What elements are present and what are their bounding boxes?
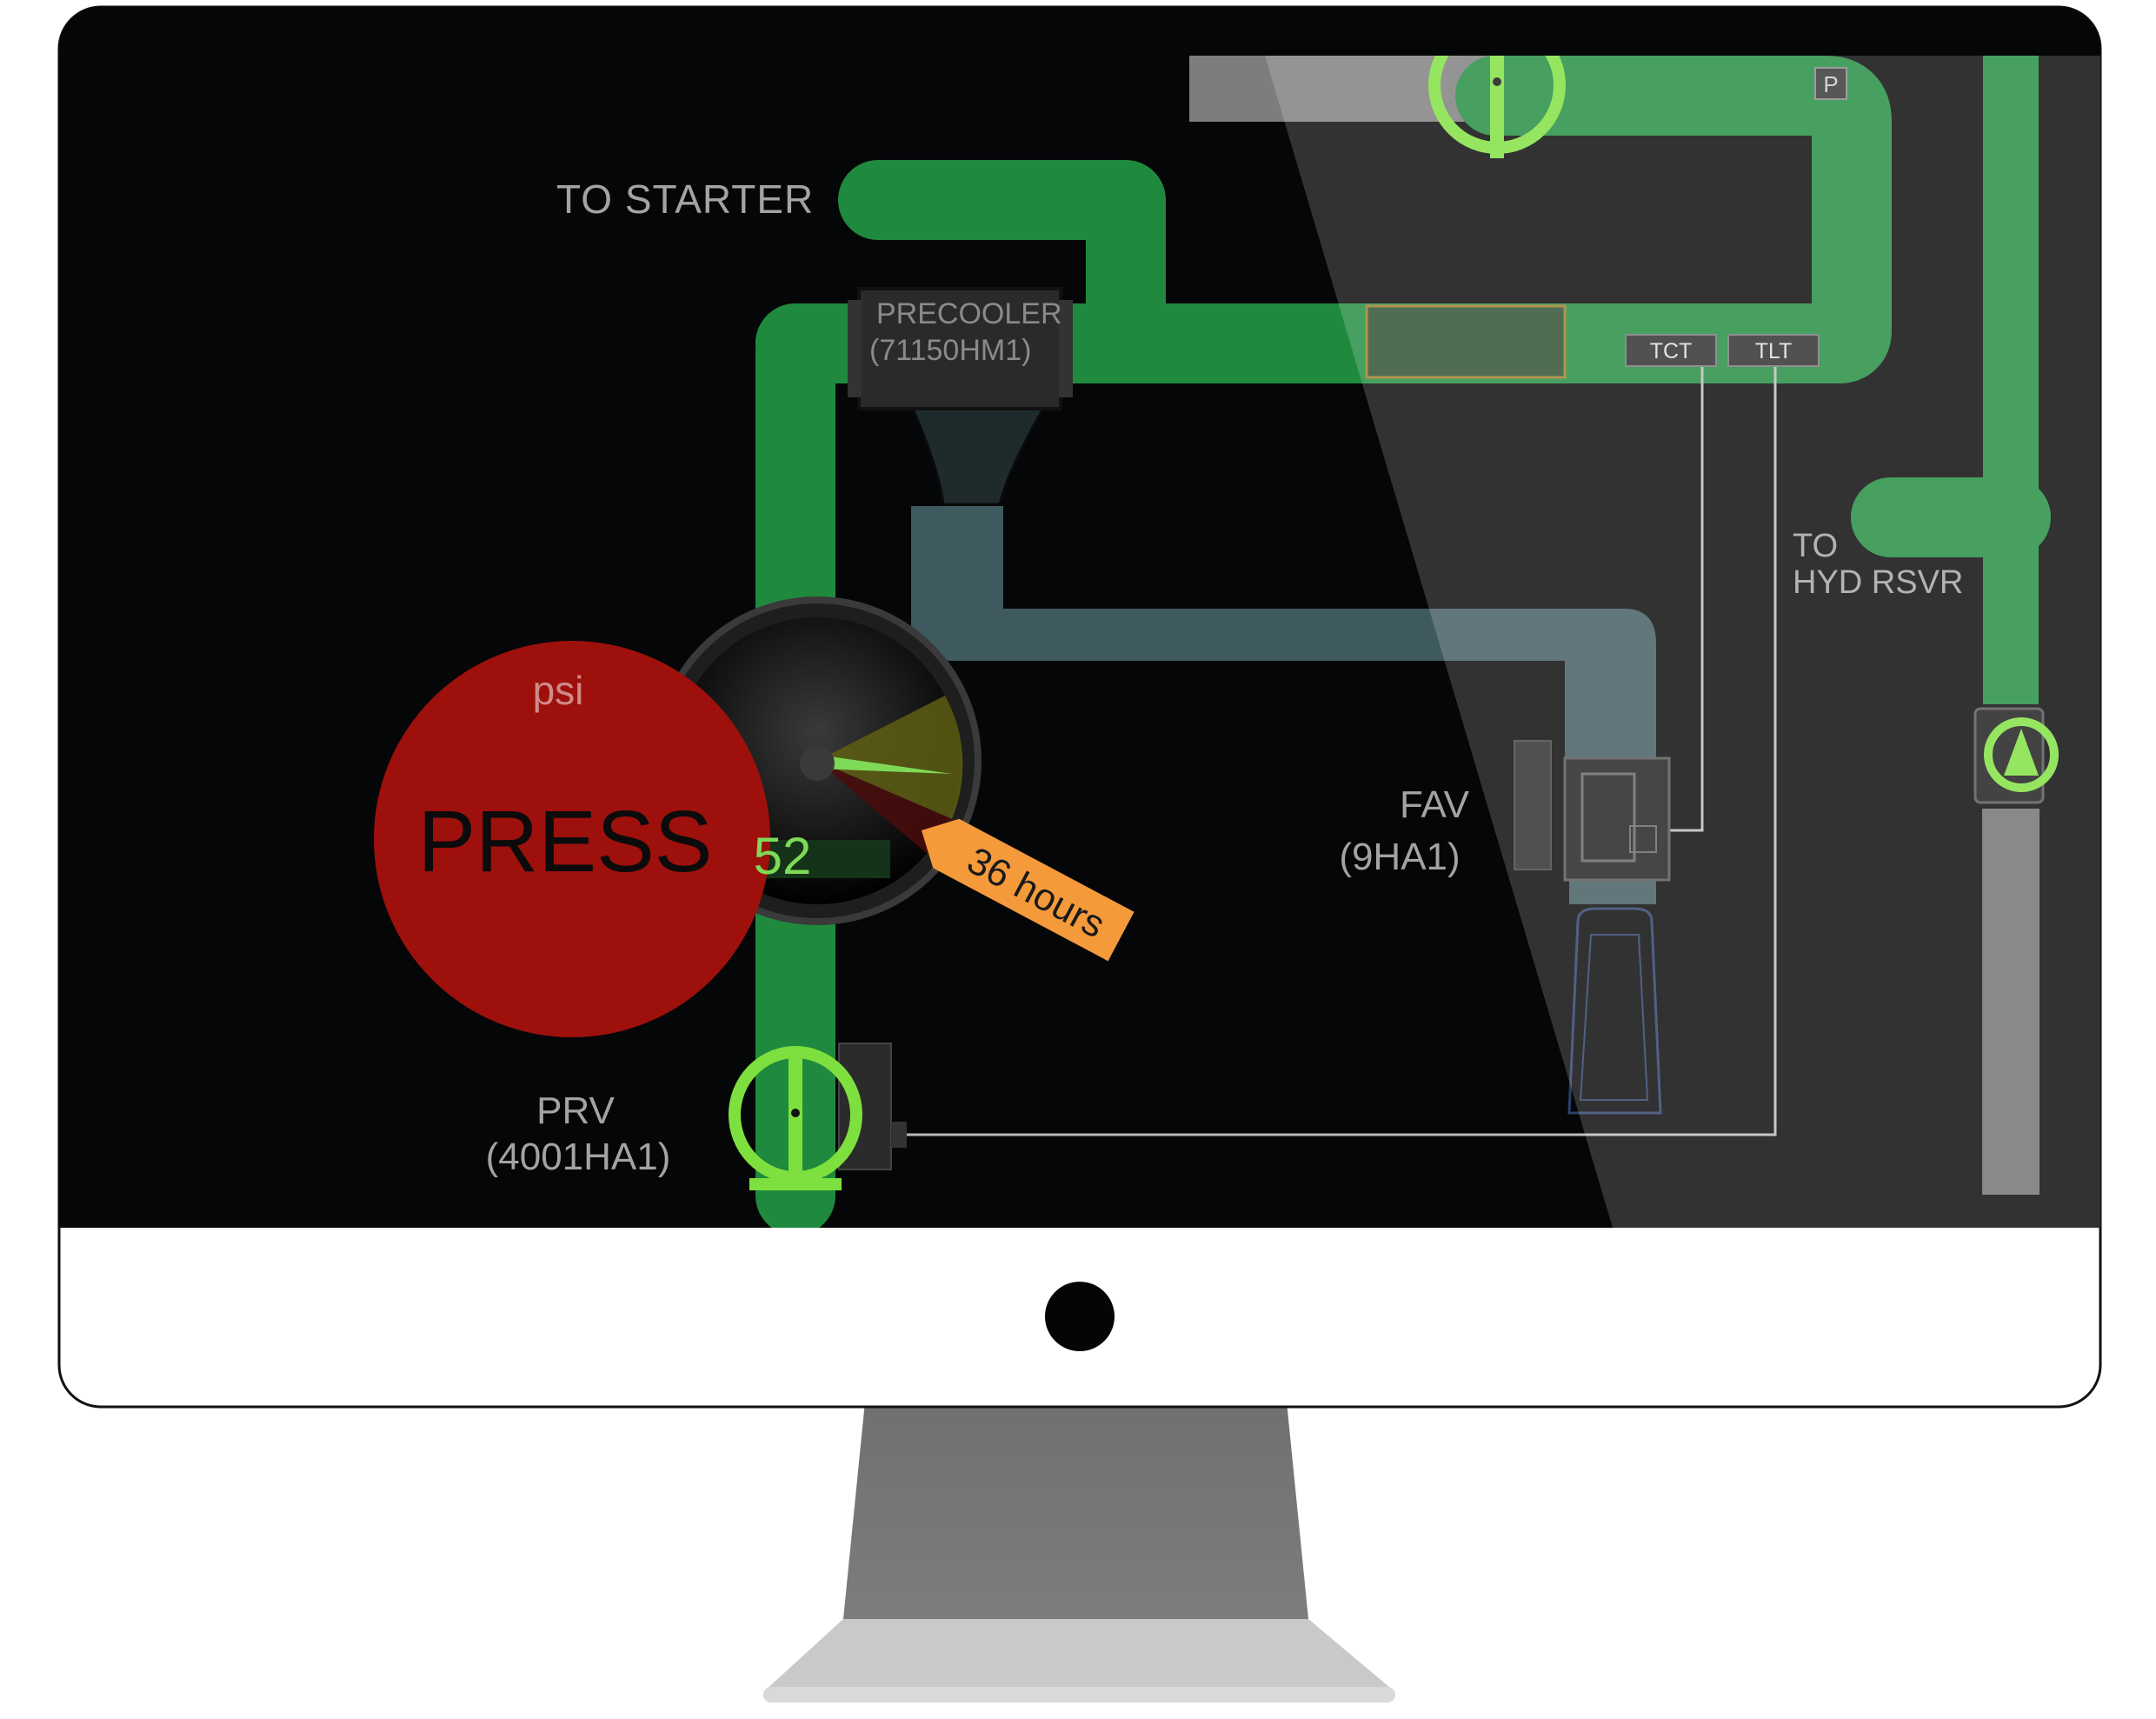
tct-sensor[interactable]	[1625, 334, 1717, 367]
right-grey-strip	[1982, 809, 2040, 1195]
sensor-box	[1365, 304, 1567, 379]
to-hyd-label-line2: HYD RSVR	[1793, 564, 1963, 601]
tlt-label: TLT	[1755, 339, 1793, 363]
gauge-value: 52	[754, 827, 812, 885]
precooler-label: PRECOOLER	[876, 297, 1062, 330]
fav-id-label: (9HA1)	[1339, 836, 1460, 878]
press-button[interactable]: PRESS psi	[374, 641, 770, 1037]
to-starter-label: TO STARTER	[556, 177, 814, 222]
temperature-sensors: TCT TLT	[904, 334, 1820, 1136]
butterfly-valve-icon[interactable]	[1428, 17, 1566, 158]
precooler-id-label: (71150HM1)	[869, 334, 1031, 367]
press-label: PRESS	[417, 793, 712, 890]
monitor-stand	[763, 1402, 1395, 1702]
tlt-sensor[interactable]	[1727, 334, 1820, 367]
gauge-caution-arc	[817, 696, 963, 819]
precooler-unit: PRECOOLER (71150HM1)	[848, 287, 1073, 506]
tct-label: TCT	[1650, 339, 1693, 363]
check-valve-icon[interactable]	[1973, 707, 2059, 804]
prv-valve[interactable]	[729, 1043, 907, 1190]
to-hyd-label-line1: TO	[1793, 528, 1838, 564]
screen: PRECOOLER (71150HM1) TCT TLT P	[59, 17, 2100, 1228]
prv-id-label: (4001HA1)	[486, 1136, 671, 1178]
prv-label: PRV	[536, 1089, 615, 1132]
p-badge-label: P	[1823, 71, 1838, 97]
screen-glare	[1265, 56, 2100, 1228]
gauge-unit-label: psi	[533, 668, 584, 713]
gauge-value-box	[753, 840, 890, 878]
camera-dot-icon	[1045, 1282, 1115, 1351]
gauge-needle	[817, 755, 952, 774]
p-badge[interactable]	[1814, 67, 1847, 100]
fav-valve[interactable]	[1514, 740, 1671, 1115]
fav-label: FAV	[1400, 783, 1470, 826]
